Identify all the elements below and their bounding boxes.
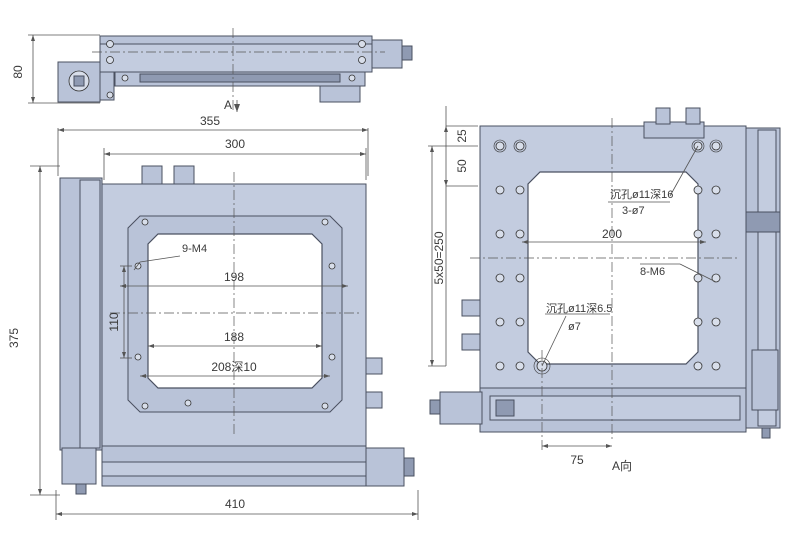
front-view: 355 300 375 410 bbox=[7, 114, 419, 520]
height-80-label: 80 bbox=[11, 65, 25, 79]
window-depth-label: 208深10 bbox=[211, 360, 257, 374]
dim-75-label: 75 bbox=[570, 453, 584, 467]
height-110-label: 110 bbox=[107, 312, 121, 331]
span-198-label: 198 bbox=[224, 270, 244, 284]
view-a-label: A向 bbox=[612, 458, 632, 473]
section-a-label: A bbox=[224, 98, 232, 112]
holes-lower-label: ø7 bbox=[568, 321, 581, 333]
tap-holes-8-m6-label: 8-M6 bbox=[640, 266, 665, 278]
span-188-label: 188 bbox=[224, 330, 244, 344]
counterbore-lower-label: 沉孔ø11深6.5 bbox=[546, 302, 612, 315]
dim-50-label: 50 bbox=[455, 159, 469, 173]
width-410-label: 410 bbox=[225, 497, 245, 511]
holes-upper-label: 3-ø7 bbox=[622, 205, 645, 217]
dim-25-label: 25 bbox=[455, 129, 469, 143]
pitch-250-label: 5x50=250 bbox=[432, 231, 446, 284]
top-view: 80 A bbox=[11, 28, 413, 112]
tap-holes-9-m4-label: 9-M4 bbox=[182, 243, 207, 255]
height-375-label: 375 bbox=[7, 328, 21, 348]
width-355-label: 355 bbox=[200, 114, 220, 128]
width-300-label: 300 bbox=[225, 137, 245, 151]
span-200-label: 200 bbox=[602, 227, 622, 241]
side-view: 25 50 5x50=250 bbox=[428, 106, 781, 473]
counterbore-upper-label: 沉孔ø11深16 bbox=[610, 188, 673, 201]
